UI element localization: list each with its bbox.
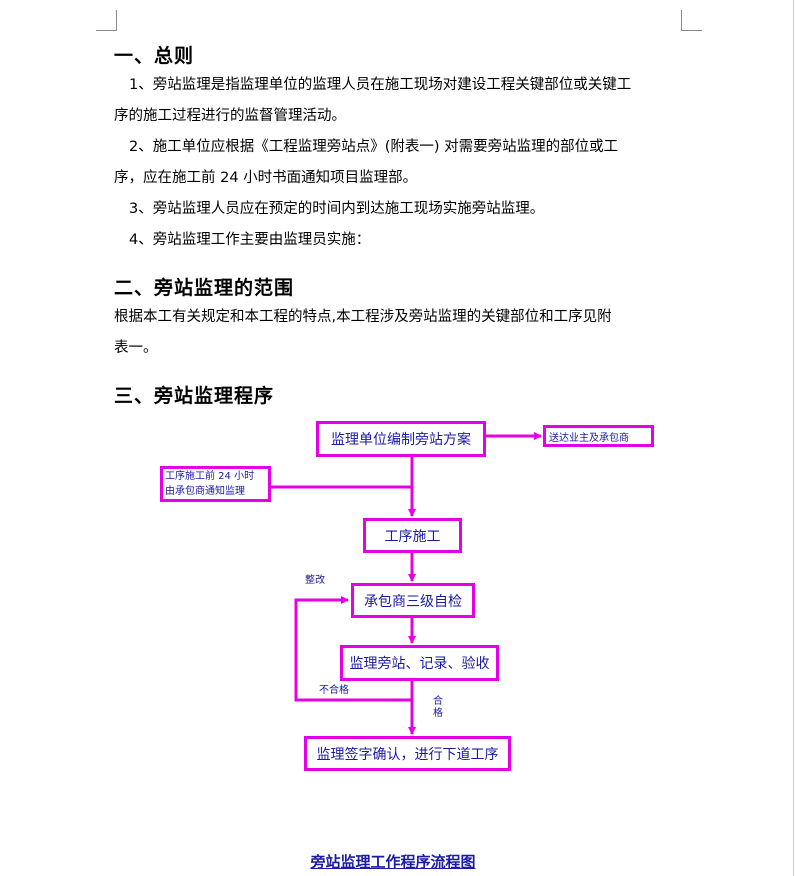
section-2-heading: 二、旁站监理的范围 [114,277,295,299]
flow-box-notice-line-1: 工序施工前 24 小时 [165,471,255,482]
margin-corner-top-left [96,10,117,31]
item-4-line-1: 4、旁站监理工作主要由监理员实施： [129,232,371,248]
item-1-line-1: 1、旁站监理是指监理单位的监理人员在施工现场对建设工程关键部位或关键工 [129,77,632,93]
item-1-line-2: 序的施工过程进行的监督管理活动。 [114,108,346,124]
margin-corner-top-right [681,10,702,31]
section-1-body: 1、旁站监理是指监理单位的监理人员在施工现场对建设工程关键部位或关键工 序的施工… [114,70,694,256]
flow-box-construction: 工序施工 [363,518,462,553]
label-fail: 不合格 [319,685,349,696]
flow-box-send: 送达业主及承包商 [543,425,654,447]
item-2-line-2: 序，应在施工前 24 小时书面通知项目监理部。 [114,170,418,186]
flowchart-caption: 旁站监理工作程序流程图 [310,853,476,871]
flow-box-sign: 监理签字确认，进行下道工序 [304,736,511,771]
item-2-line-1: 2、施工单位应根据《工程监理旁站点》(附表一) 对需要旁站监理的部位或工 [129,139,619,155]
flow-box-plan: 监理单位编制旁站方案 [316,421,486,457]
label-rectify: 整改 [305,575,325,586]
flow-box-selfcheck: 承包商三级自检 [351,583,475,618]
item-3-line-1: 3、旁站监理人员应在预定的时间内到达施工现场实施旁站监理。 [129,201,545,217]
flow-box-notice-line-2: 由承包商通知监理 [165,486,245,497]
flow-box-supervise: 监理旁站、记录、验收 [340,645,499,681]
flow-box-notice: 工序施工前 24 小时 由承包商通知监理 [160,466,271,502]
section-2-line-1: 根据本工有关规定和本工程的特点,本工程涉及旁站监理的关键部位和工序见附 [114,309,612,325]
section-2-body: 根据本工有关规定和本工程的特点,本工程涉及旁站监理的关键部位和工序见附 表一。 [114,302,694,364]
label-pass: 合格 [433,696,443,719]
page-edge [793,0,794,876]
section-2-line-2: 表一。 [114,340,158,356]
section-1-heading: 一、总则 [114,45,195,67]
connector-fail-loop [294,596,412,702]
section-3-heading: 三、旁站监理程序 [114,385,275,407]
